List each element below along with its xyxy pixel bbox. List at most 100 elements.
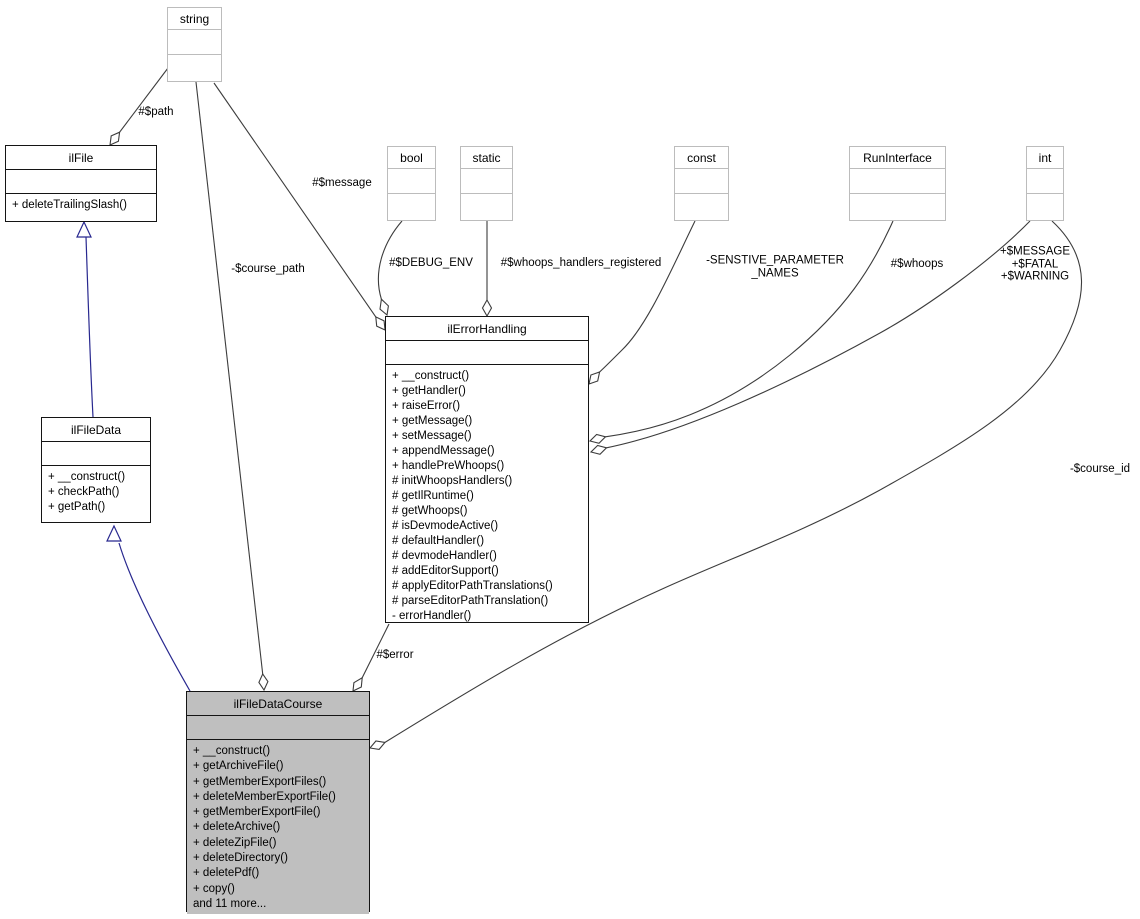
class-box-ilfile[interactable]: ilFile + deleteTrailingSlash() bbox=[5, 145, 157, 222]
class-title[interactable]: ilFileData bbox=[42, 418, 150, 442]
inheritance-edge-ilfiledatacourse-ilfiledata bbox=[118, 542, 191, 692]
method-item: + handlePreWhoops() bbox=[392, 460, 505, 472]
aggregation-edge-string-ilfile bbox=[119, 67, 169, 133]
method-item: # addEditorSupport() bbox=[392, 565, 499, 577]
method-item: # getIlRuntime() bbox=[392, 490, 474, 502]
empty-methods-compartment bbox=[388, 194, 435, 219]
method-item: + getHandler() bbox=[392, 385, 466, 397]
inheritance-edge-ilfiledata-ilfile bbox=[85, 236, 94, 418]
method-item: # initWhoopsHandlers() bbox=[392, 475, 513, 487]
class-box-ilfiledatacourse[interactable]: ilFileDataCourse + __construct() + getAr… bbox=[186, 691, 370, 915]
method-item: + copy() bbox=[193, 882, 235, 895]
type-title: int bbox=[1027, 147, 1063, 169]
aggregation-diamond bbox=[588, 433, 607, 444]
method-item: # isDevmodeActive() bbox=[392, 520, 499, 532]
method-item: + deleteTrailingSlash() bbox=[12, 199, 127, 211]
aggregation-diamond bbox=[375, 315, 386, 331]
method-item: + getMessage() bbox=[392, 415, 473, 427]
aggregation-edge-runinterface-ilerrorhandling bbox=[605, 220, 894, 438]
method-item: + appendMessage() bbox=[392, 445, 495, 457]
method-item: + __construct() bbox=[392, 370, 470, 382]
aggregation-diamond bbox=[588, 371, 601, 385]
aggregation-edge-const-ilerrorhandling bbox=[599, 220, 696, 373]
method-item: + deleteZipFile() bbox=[193, 836, 277, 849]
method-item: - errorHandler() bbox=[392, 610, 472, 622]
class-title[interactable]: ilErrorHandling bbox=[386, 317, 588, 341]
class-title[interactable]: ilFileDataCourse bbox=[187, 692, 369, 716]
edge-label-sensitive-parameter-names: -SENSTIVE_PARAMETER _NAMES bbox=[706, 254, 844, 280]
method-item: + __construct() bbox=[193, 745, 271, 757]
edge-label-error: #$error bbox=[376, 648, 414, 661]
methods-compartment: + __construct() + getHandler() + raiseEr… bbox=[386, 365, 588, 626]
empty-attrs-compartment bbox=[388, 169, 435, 194]
empty-methods-compartment bbox=[168, 55, 221, 80]
aggregation-diamond bbox=[258, 672, 269, 692]
method-item: + __construct() bbox=[48, 471, 126, 483]
type-title: bool bbox=[388, 147, 435, 169]
edge-label-path: #$path bbox=[138, 105, 174, 118]
method-item: + getMemberExportFiles() bbox=[193, 775, 327, 788]
method-item: # devmodeHandler() bbox=[392, 550, 497, 562]
method-item: + getArchiveFile() bbox=[193, 760, 284, 773]
aggregation-edge-bool-ilerrorhandling bbox=[377, 220, 403, 300]
inheritance-arrowhead bbox=[76, 220, 92, 238]
type-box-bool: bool bbox=[387, 146, 436, 221]
empty-attrs-compartment bbox=[850, 169, 945, 194]
aggregation-edge-string-ilerrorhandling bbox=[213, 82, 377, 318]
aggregation-diamond bbox=[368, 740, 387, 750]
inheritance-arrowhead bbox=[106, 524, 122, 542]
type-box-int: int bbox=[1026, 146, 1064, 221]
empty-attrs-compartment bbox=[461, 169, 512, 194]
edge-label-debug-env: #$DEBUG_ENV bbox=[389, 256, 473, 269]
edge-label-whoops: #$whoops bbox=[890, 257, 944, 270]
edge-label-message: #$message bbox=[312, 176, 372, 189]
class-box-ilfiledata[interactable]: ilFileData + __construct() + checkPath()… bbox=[41, 417, 151, 523]
aggregation-diamond bbox=[109, 131, 121, 146]
type-title: string bbox=[168, 8, 221, 30]
empty-attrs-compartment bbox=[42, 442, 150, 466]
empty-methods-compartment bbox=[850, 194, 945, 219]
aggregation-edge-int-ilerrorhandling bbox=[606, 220, 1031, 449]
method-item: # parseEditorPathTranslation() bbox=[392, 595, 549, 607]
method-item: # applyEditorPathTranslations() bbox=[392, 580, 553, 592]
class-title[interactable]: ilFile bbox=[6, 146, 156, 170]
empty-attrs-compartment bbox=[1027, 169, 1063, 194]
method-item: + checkPath() bbox=[48, 486, 120, 498]
empty-attrs-compartment bbox=[6, 170, 156, 194]
aggregation-edge-int-ilfiledatacourse bbox=[384, 220, 1083, 743]
method-item: + deleteArchive() bbox=[193, 821, 281, 834]
edge-label-course-path: -$course_path bbox=[231, 262, 305, 275]
empty-attrs-compartment bbox=[187, 716, 369, 740]
aggregation-diamond bbox=[589, 444, 608, 455]
edge-label-course-id: -$course_id bbox=[1069, 462, 1131, 475]
empty-attrs-compartment bbox=[168, 30, 221, 55]
aggregation-diamond bbox=[352, 676, 363, 692]
type-box-const: const bbox=[674, 146, 729, 221]
type-box-string: string bbox=[167, 7, 222, 82]
type-title: RunInterface bbox=[850, 147, 945, 169]
type-title: const bbox=[675, 147, 728, 169]
methods-compartment: + __construct() + getArchiveFile() + get… bbox=[187, 740, 369, 915]
method-item: + setMessage() bbox=[392, 430, 472, 442]
empty-attrs-compartment bbox=[386, 341, 588, 365]
methods-compartment: + __construct() + checkPath() + getPath(… bbox=[42, 466, 150, 517]
method-item: + getMemberExportFile() bbox=[193, 806, 321, 819]
type-box-static: static bbox=[460, 146, 513, 221]
empty-methods-compartment bbox=[461, 194, 512, 219]
method-item: # defaultHandler() bbox=[392, 535, 485, 547]
method-item: + getPath() bbox=[48, 501, 106, 513]
method-item: + raiseError() bbox=[392, 400, 461, 412]
methods-compartment: + deleteTrailingSlash() bbox=[6, 194, 156, 215]
edge-label-whoops-handlers-registered: #$whoops_handlers_registered bbox=[500, 256, 662, 269]
aggregation-edge-ilerrorhandling-ilfiledatacourse bbox=[361, 623, 390, 679]
type-title: static bbox=[461, 147, 512, 169]
empty-methods-compartment bbox=[1027, 194, 1063, 219]
type-box-runinterface: RunInterface bbox=[849, 146, 946, 221]
method-item: + deleteDirectory() bbox=[193, 852, 288, 865]
class-box-ilerrorhandling[interactable]: ilErrorHandling + __construct() + getHan… bbox=[385, 316, 589, 623]
empty-attrs-compartment bbox=[675, 169, 728, 194]
aggregation-diamond bbox=[481, 298, 493, 318]
method-item: + deleteMemberExportFile() bbox=[193, 790, 336, 803]
method-item: + deletePdf() bbox=[193, 867, 260, 880]
